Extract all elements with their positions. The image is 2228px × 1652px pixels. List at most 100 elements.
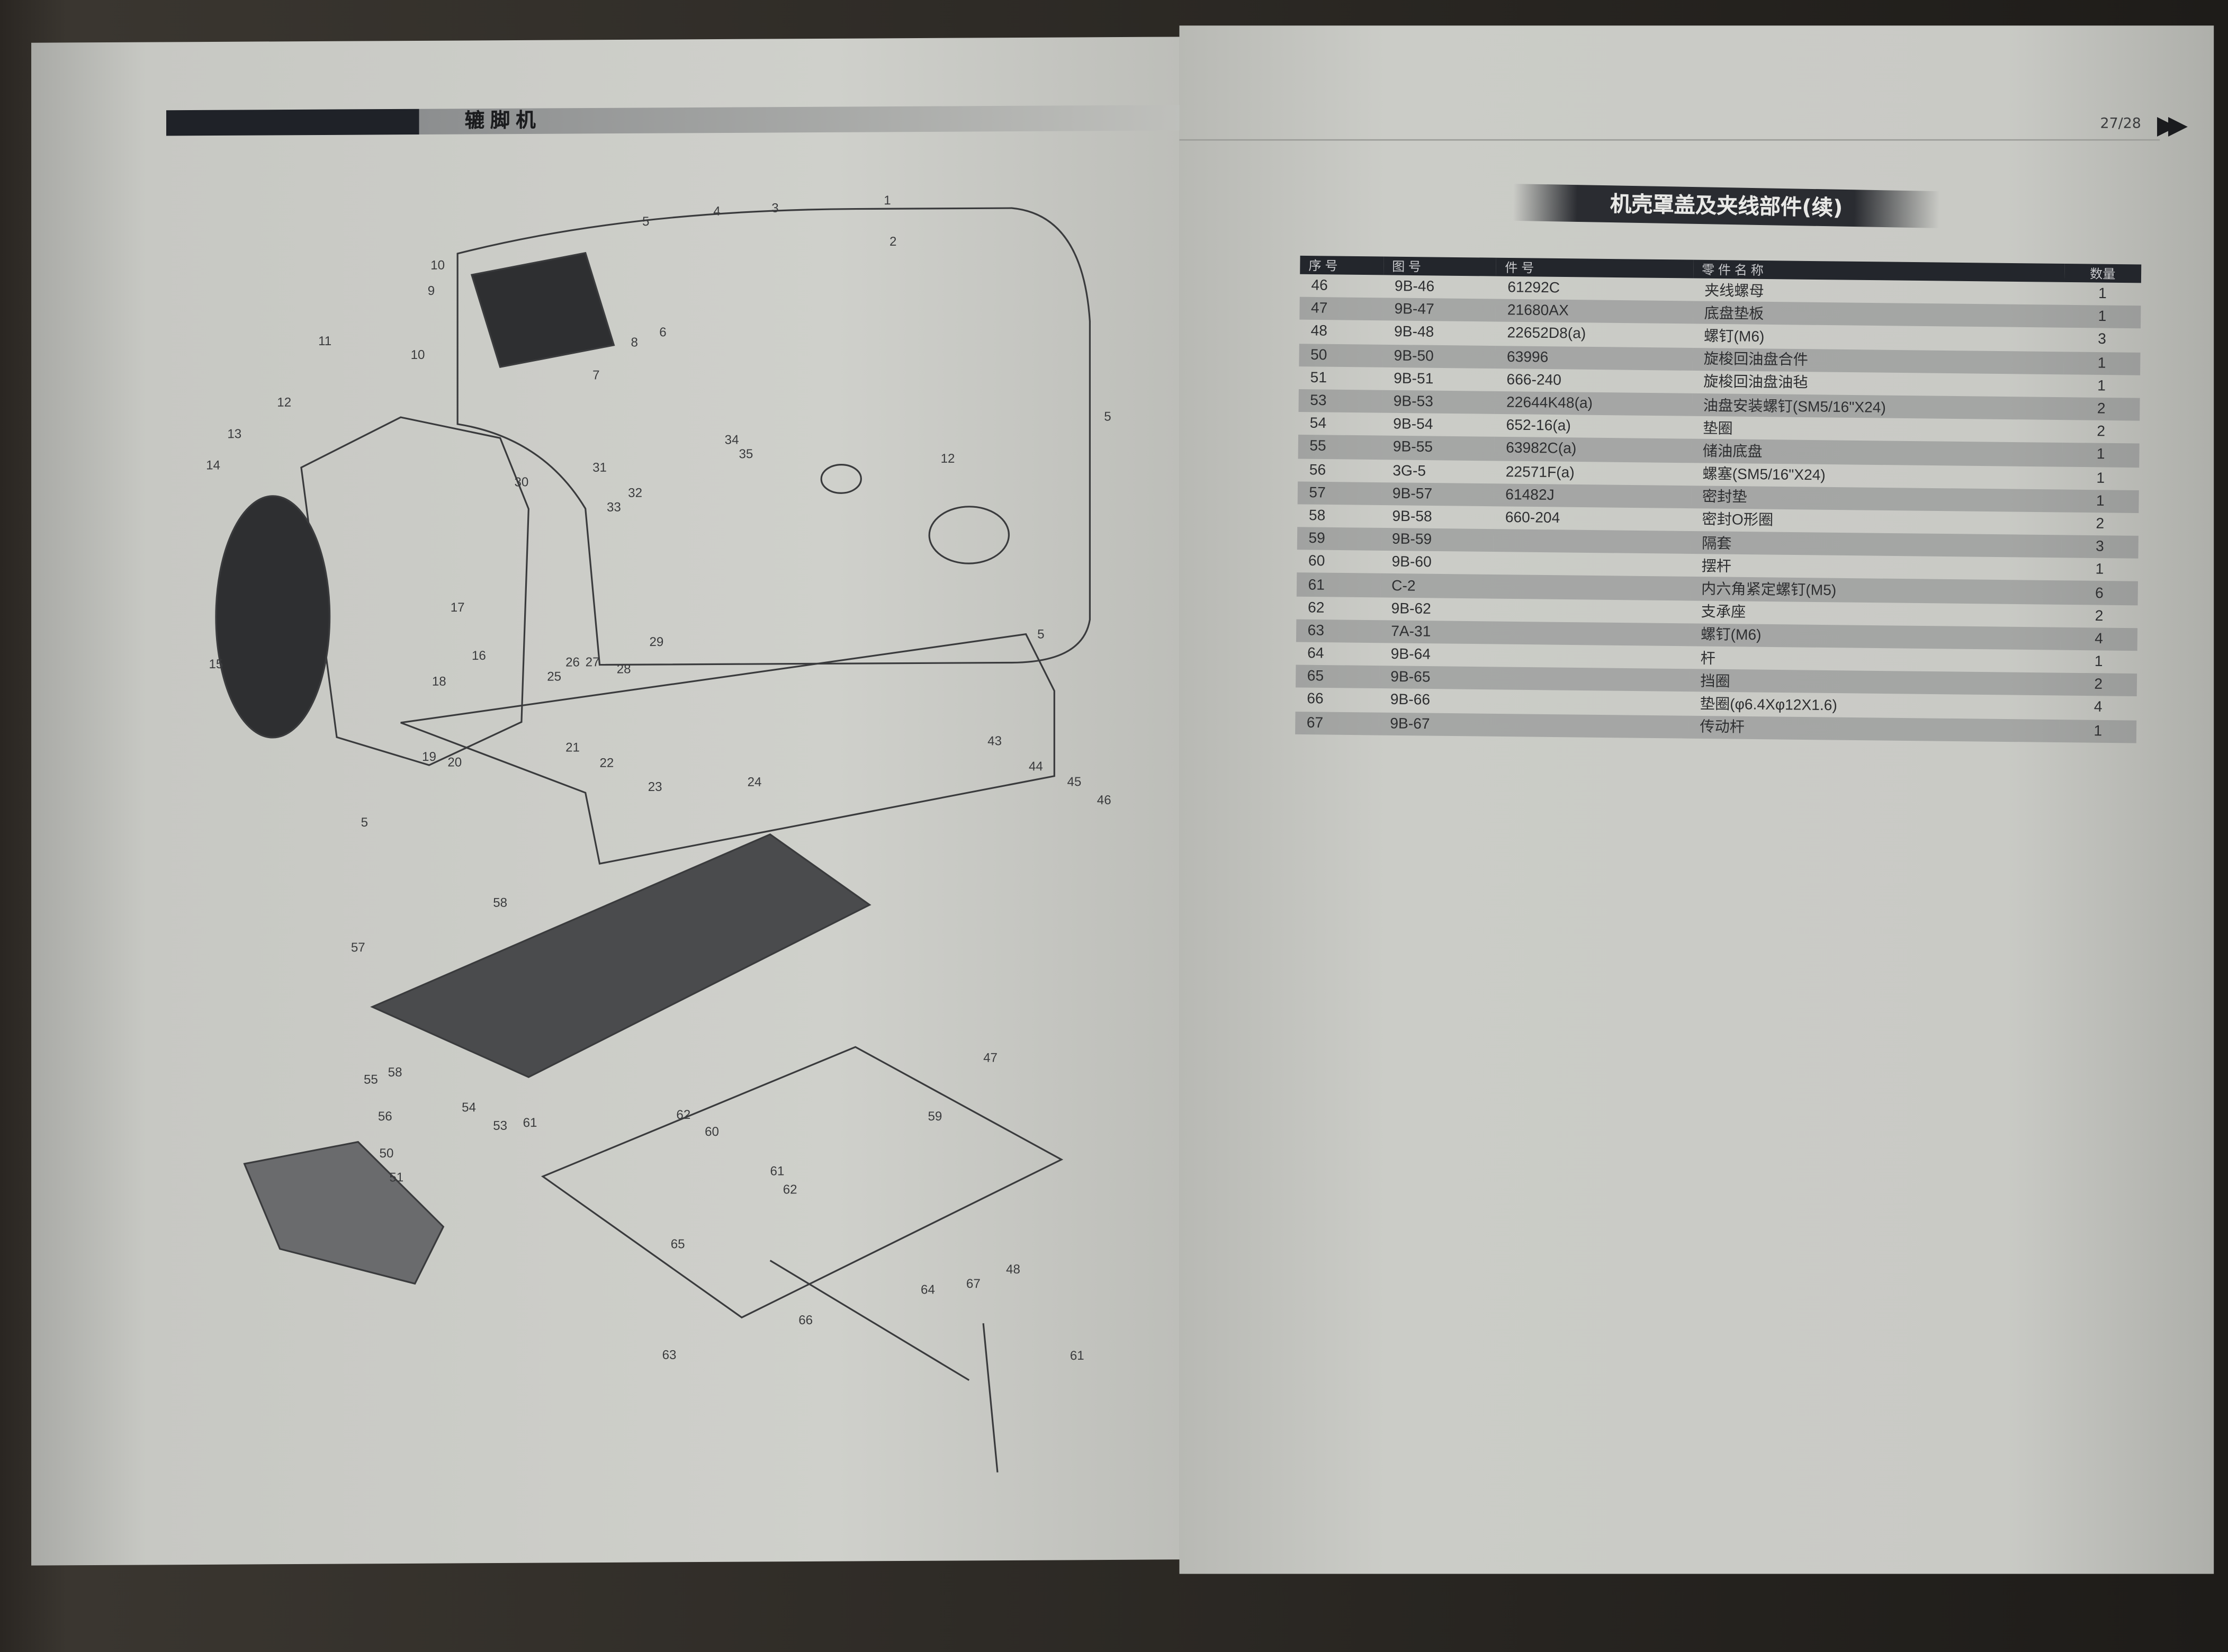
cell-part-name: 支承座 [1701, 604, 1746, 622]
part-callout-56: 56 [378, 1109, 392, 1124]
cell-part-no: 22644K48(a) [1495, 391, 1692, 417]
part-callout-11: 11 [318, 334, 331, 348]
part-callout-23: 23 [648, 780, 662, 794]
cell-figure-no: 9B-62 [1391, 600, 1432, 618]
cell-seq: 53 [1298, 389, 1382, 413]
cell-seq: 64 [1307, 645, 1324, 662]
part-callout-4: 4 [713, 204, 720, 219]
part-callout-22: 22 [600, 756, 614, 770]
cell-seq: 55 [1298, 435, 1382, 459]
cell-seq: 63 [1296, 619, 1380, 643]
cell-seq: 57 [1297, 481, 1381, 505]
part-callout-27: 27 [586, 655, 600, 669]
part-callout-47: 47 [983, 1051, 998, 1065]
cell-part-no [1493, 575, 1690, 600]
cell-figure-no: 9B-46 [1394, 278, 1435, 296]
cell-part-no [1493, 598, 1690, 623]
cell-seq: 56 [1309, 461, 1326, 479]
cell-part-no [1492, 621, 1690, 647]
cell-seq: 59 [1297, 527, 1381, 551]
part-callout-29: 29 [649, 635, 663, 649]
cell-part-no: 61292C [1507, 279, 1560, 297]
cell-part-name: 摆杆 [1701, 558, 1732, 576]
cell-qty: 1 [2059, 719, 2137, 743]
cell-figure-no: 9B-55 [1381, 436, 1495, 461]
cell-qty: 1 [2063, 351, 2141, 375]
cell-part-name: 旋梭回油盘油毡 [1703, 374, 1808, 392]
cell-figure-no: 9B-53 [1382, 390, 1495, 415]
foot-pedal [243, 1141, 445, 1285]
cell-part-name: 密封O形圈 [1702, 511, 1774, 530]
cell-seq: 65 [1296, 665, 1380, 689]
next-page-arrows-icon: ▶▶ [2157, 111, 2188, 141]
col-seq: 序 号 [1300, 255, 1384, 275]
cell-qty: 4 [2094, 699, 2103, 717]
part-callout-7: 7 [592, 368, 599, 382]
part-callout-5: 5 [642, 214, 649, 229]
part-callout-3: 3 [771, 201, 778, 216]
cell-figure-no: 9B-64 [1390, 646, 1431, 664]
cell-seq: 54 [1309, 415, 1327, 433]
part-callout-61: 61 [523, 1116, 537, 1130]
part-callout-54: 54 [462, 1100, 476, 1115]
cell-part-name: 内六角紧定螺钉(M5) [1690, 577, 2061, 604]
part-callout-61: 61 [1070, 1349, 1084, 1363]
cell-part-name: 螺钉(M6) [1689, 623, 2061, 650]
cell-part-no: 61482J [1494, 483, 1691, 508]
cell-qty: 2 [2062, 397, 2140, 421]
part-callout-46: 46 [1097, 793, 1111, 807]
part-callout-33: 33 [607, 500, 621, 515]
cell-part-no: 652-16(a) [1506, 417, 1571, 435]
oil-pan [370, 833, 872, 1079]
part-callout-60: 60 [705, 1125, 719, 1139]
part-callout-43: 43 [987, 734, 1002, 748]
part-callout-58: 58 [493, 896, 507, 910]
cell-seq: 61 [1296, 573, 1380, 597]
part-callout-61: 61 [770, 1164, 785, 1179]
part-callout-62: 62 [783, 1182, 797, 1197]
part-callout-5: 5 [1037, 627, 1044, 642]
cell-part-name: 螺钉(M6) [1703, 328, 1765, 346]
cell-part-name: 油盘安装螺钉(SM5/16"X24) [1692, 393, 2063, 420]
col-figure-no: 图 号 [1383, 256, 1497, 276]
cell-figure-no: 9B-57 [1381, 482, 1495, 506]
part-callout-10: 10 [430, 258, 445, 273]
page-number: 27/28 [2100, 116, 2141, 132]
base-plate [541, 1046, 1064, 1319]
cell-figure-no: 9B-58 [1392, 508, 1432, 526]
machine-arm [456, 207, 1091, 666]
arm-window [928, 506, 1010, 564]
part-callout-63: 63 [662, 1348, 677, 1362]
cell-part-no [1492, 644, 1689, 669]
cell-part-no: 666-240 [1506, 371, 1562, 389]
part-callout-67: 67 [966, 1277, 981, 1291]
exploded-parts-diagram: 1234510910111213141568712534353031323317… [206, 193, 1111, 1473]
part-callout-10: 10 [411, 348, 425, 362]
cell-qty: 1 [2061, 489, 2139, 513]
cell-part-no [1493, 529, 1691, 554]
knee-lifter-rod [769, 1260, 999, 1473]
cell-qty: 6 [2061, 581, 2138, 605]
cell-qty: 1 [2096, 469, 2105, 487]
part-callout-48: 48 [1006, 1262, 1020, 1277]
cell-part-no: 63996 [1495, 345, 1693, 371]
part-callout-6: 6 [659, 325, 666, 339]
part-callout-34: 34 [725, 433, 739, 447]
part-callout-20: 20 [447, 755, 462, 769]
cell-seq: 47 [1299, 297, 1383, 321]
part-callout-15: 15 [209, 657, 223, 671]
col-part-name: 零 件 名 称 [1693, 259, 2064, 282]
cell-part-name: 底盘垫板 [1692, 301, 2064, 328]
part-callout-21: 21 [565, 740, 580, 755]
part-callout-18: 18 [432, 675, 446, 689]
cell-seq: 58 [1308, 507, 1326, 525]
cell-seq: 60 [1308, 553, 1325, 571]
cell-seq: 48 [1310, 323, 1328, 340]
cell-part-name: 螺塞(SM5/16"X24) [1702, 466, 1826, 484]
part-callout-28: 28 [617, 662, 631, 676]
part-callout-57: 57 [351, 940, 365, 955]
col-part-no: 件 号 [1496, 257, 1694, 279]
